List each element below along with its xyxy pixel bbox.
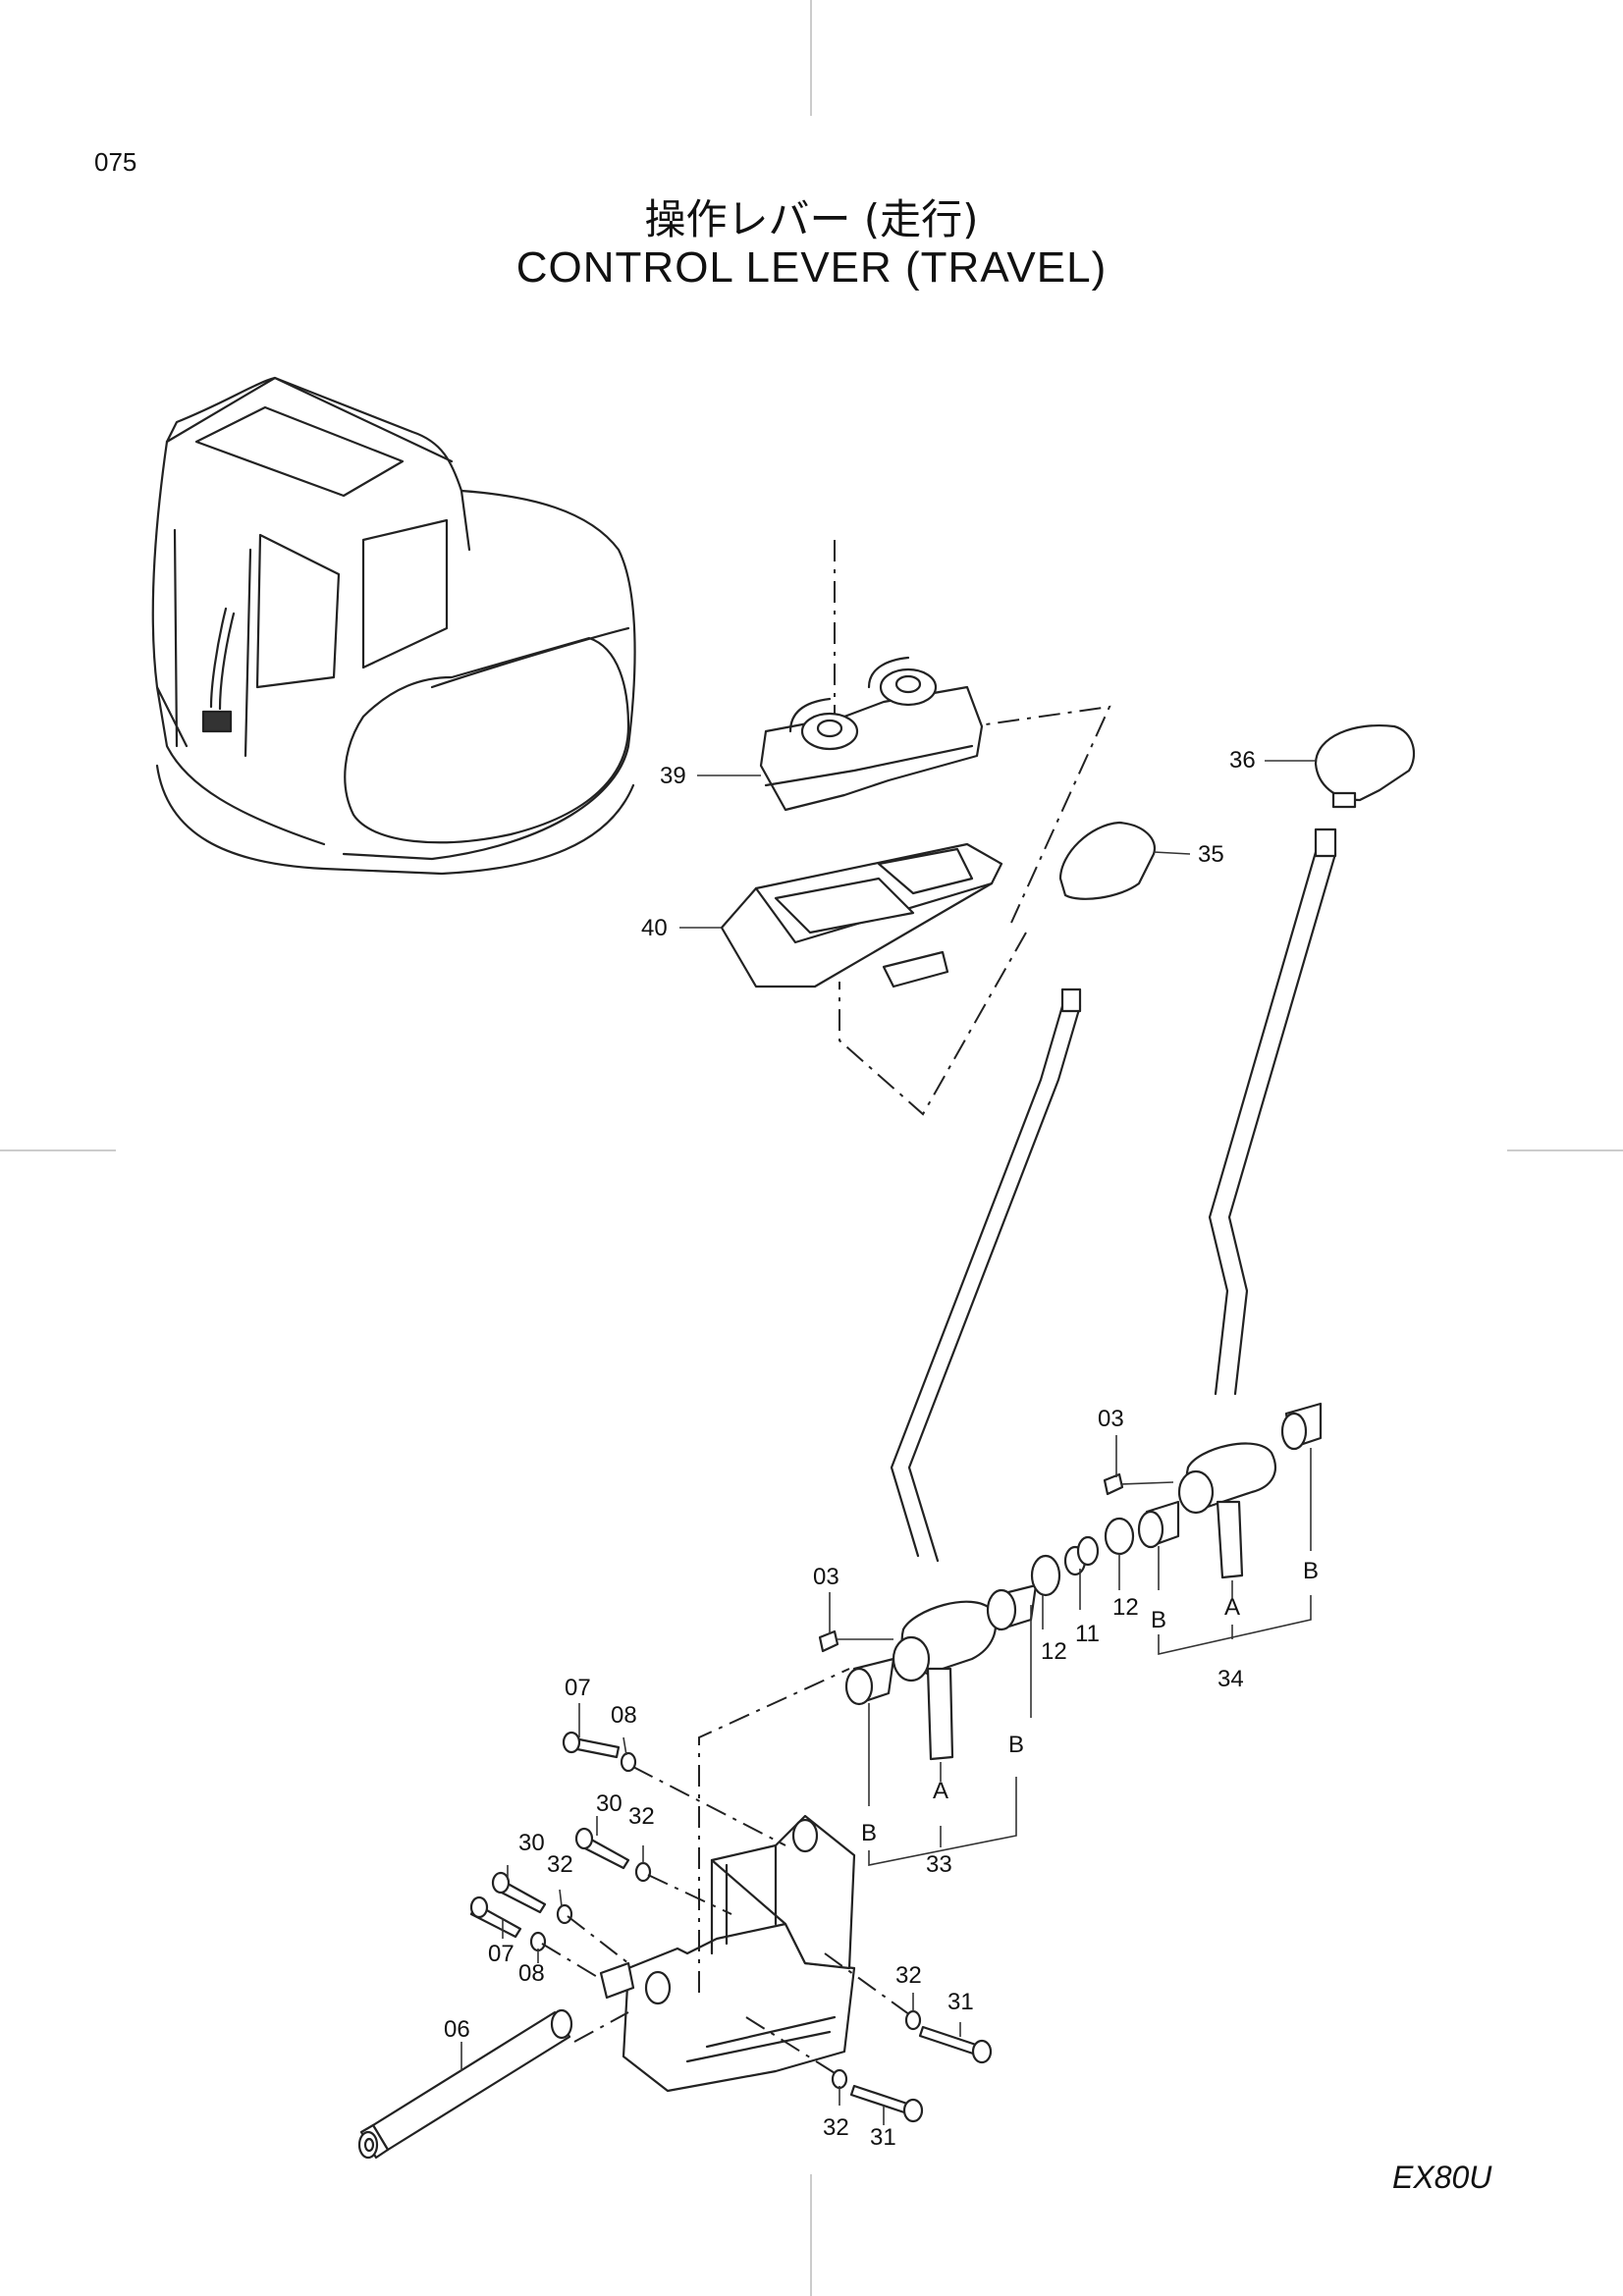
callout-40: 40 [641, 915, 668, 941]
callout-A-2: A [1224, 1594, 1240, 1621]
callout-32-left: 32 [547, 1851, 573, 1878]
callout-11: 11 [1075, 1621, 1100, 1647]
mounting-bracket [599, 1814, 856, 2093]
callout-36: 36 [1229, 747, 1256, 774]
callout-30-top: 30 [596, 1790, 622, 1817]
screws-03 [818, 1472, 1174, 1653]
callout-12-right: 12 [1112, 1594, 1139, 1621]
lever-right [1177, 828, 1337, 1579]
callout-32-bottom: 32 [823, 2114, 849, 2141]
callout-33: 33 [926, 1851, 952, 1878]
page-number: 075 [94, 147, 137, 177]
bushings-and-washers [844, 1402, 1323, 1706]
callout-12-left: 12 [1041, 1638, 1067, 1665]
callout-A-1: A [933, 1778, 948, 1804]
rubber-boot [759, 656, 984, 812]
callout-B-3: B [1151, 1607, 1166, 1633]
callout-08-bottom: 08 [518, 1960, 545, 1987]
callout-03-left: 03 [813, 1564, 839, 1590]
callout-B-4: B [1303, 1558, 1319, 1584]
callout-B-2: B [861, 1820, 877, 1846]
callout-31-top: 31 [947, 1989, 974, 2015]
callout-34: 34 [1217, 1666, 1244, 1692]
callout-31-bottom: 31 [870, 2124, 896, 2151]
title-english: CONTROL LEVER (TRAVEL) [515, 243, 1108, 292]
callout-32-top: 32 [628, 1803, 655, 1830]
callout-B-1: B [1008, 1732, 1024, 1758]
callout-06: 06 [444, 2016, 470, 2043]
callout-32-right-top: 32 [895, 1962, 922, 1989]
callout-39: 39 [660, 763, 686, 789]
callout-labels: 39 40 35 36 03 03 12 11 12 B B B B A A 3… [444, 747, 1319, 2151]
callout-07-top: 07 [565, 1675, 591, 1701]
callout-35: 35 [1198, 841, 1224, 868]
title-japanese: 操作レバー (走行) [644, 195, 979, 243]
knob-35 [1058, 821, 1157, 900]
callout-08-top: 08 [611, 1702, 637, 1729]
cover-plate [720, 842, 1003, 988]
excavator-overview-illustration [151, 376, 636, 876]
assembly-lines [541, 1668, 914, 2077]
leader-lines [460, 760, 1316, 2125]
callout-07-bottom: 07 [488, 1941, 514, 1967]
callout-03-right: 03 [1098, 1406, 1124, 1432]
model-name: EX80U [1392, 2160, 1492, 2195]
callout-30-left: 30 [518, 1830, 545, 1856]
shaft [357, 2008, 573, 2160]
knob-36 [1314, 724, 1416, 809]
lever-left [890, 988, 1082, 1761]
